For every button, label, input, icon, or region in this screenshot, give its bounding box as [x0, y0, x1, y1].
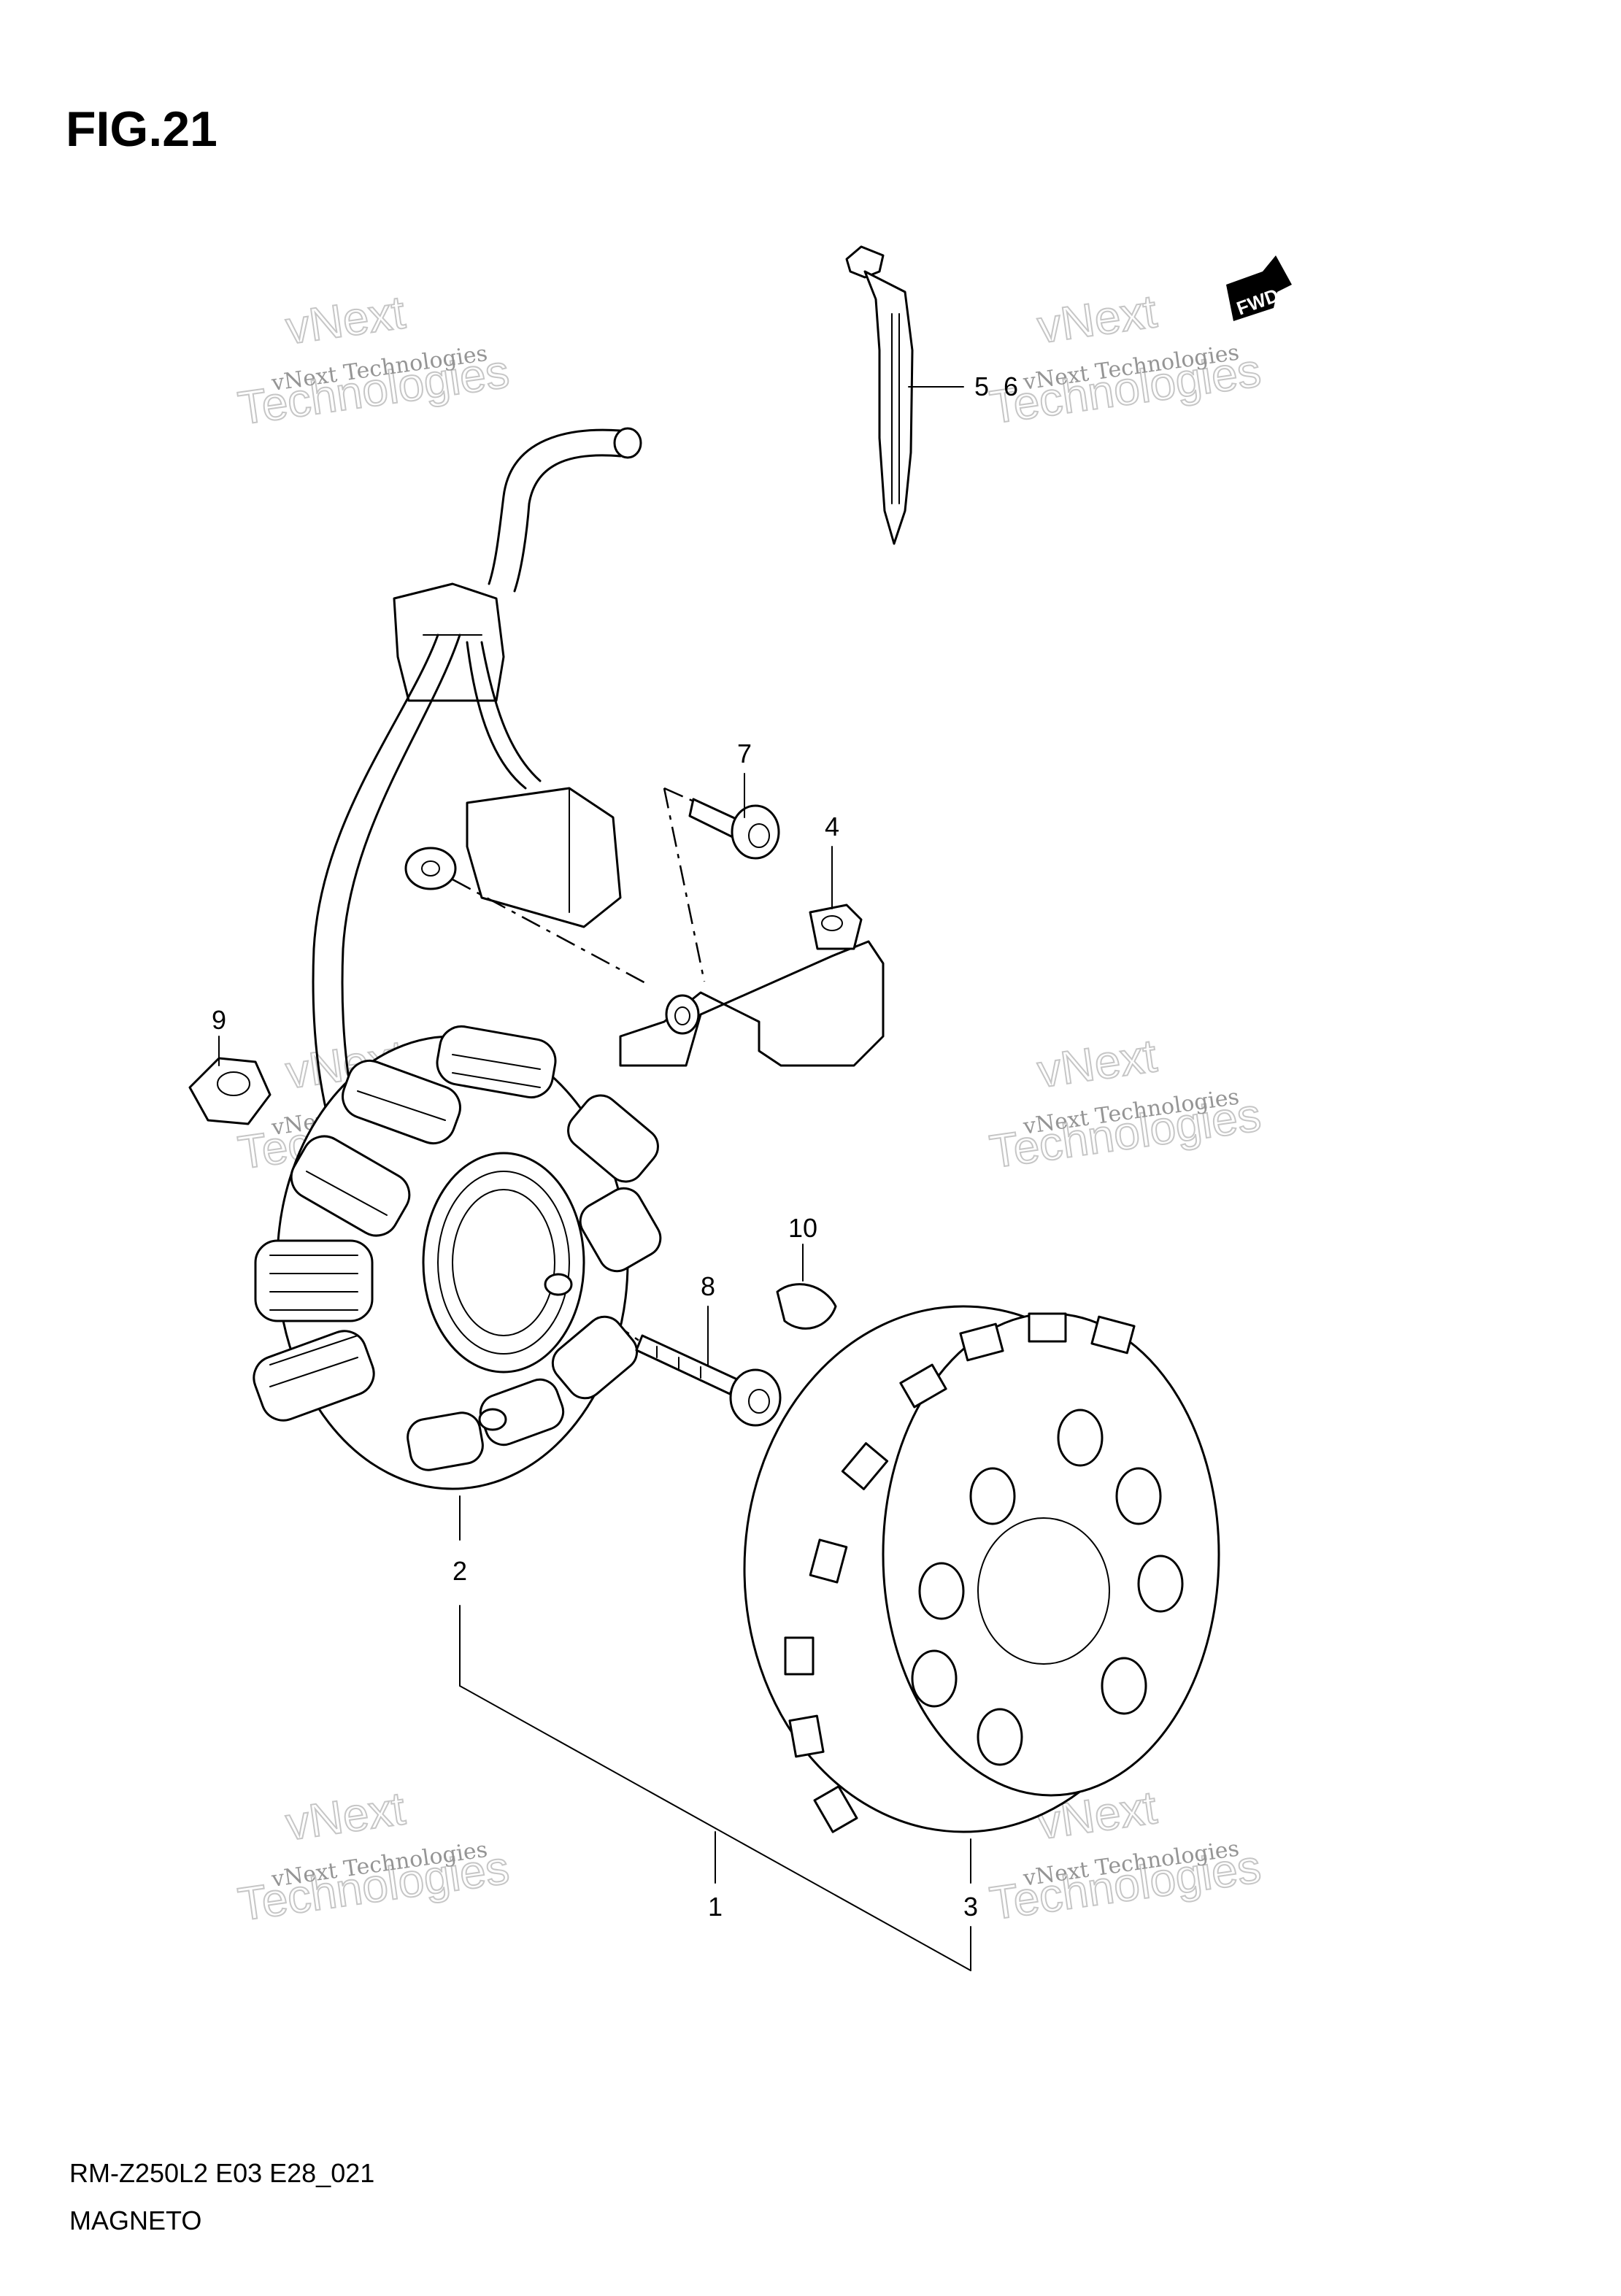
- cable-clamp-tie: [845, 245, 914, 545]
- callout-10: 10: [788, 1213, 817, 1243]
- watermark-bottom-left: vNext Technologies vNext Technologies: [234, 1781, 513, 1931]
- stator-assembly-2: [253, 1025, 662, 1490]
- watermark-top-right: vNext Technologies vNext Technologies: [986, 284, 1265, 434]
- key-10: [776, 1283, 837, 1330]
- bolt-7: [688, 798, 780, 860]
- svg-text:vNext: vNext: [282, 1781, 408, 1850]
- callout-5-6: 5 6: [974, 371, 1018, 401]
- watermark-top-left: vNext Technologies vNext Technologies: [234, 285, 513, 435]
- svg-text:vNext: vNext: [1034, 285, 1160, 353]
- callout-3: 3: [963, 1892, 978, 1922]
- callout-1: 1: [708, 1892, 723, 1922]
- callout-7: 7: [737, 739, 752, 768]
- nut-9: [188, 1057, 272, 1125]
- wiring-harness: [312, 427, 642, 1169]
- callout-4: 4: [825, 812, 839, 841]
- figure-title: FIG.21: [66, 101, 217, 157]
- coil-windings: [269, 1054, 541, 1387]
- svg-text:vNext: vNext: [282, 285, 408, 354]
- watermark-mid-right: vNext Technologies vNext Technologies: [986, 1028, 1265, 1179]
- svg-text:vNext: vNext: [1034, 1029, 1160, 1098]
- diagram-name: MAGNETO: [69, 2206, 201, 2235]
- rotor-3: [743, 1305, 1220, 1833]
- diagram-code: RM-Z250L2 E03 E28_021: [69, 2158, 374, 2188]
- callout-9: 9: [212, 1005, 226, 1035]
- fwd-arrow-icon: FWD: [1226, 255, 1292, 321]
- callout-2: 2: [453, 1556, 467, 1586]
- leader-lines: [218, 386, 971, 1971]
- bolt-8: [635, 1334, 782, 1427]
- callout-8: 8: [701, 1271, 715, 1301]
- bracket-4: [619, 904, 885, 1067]
